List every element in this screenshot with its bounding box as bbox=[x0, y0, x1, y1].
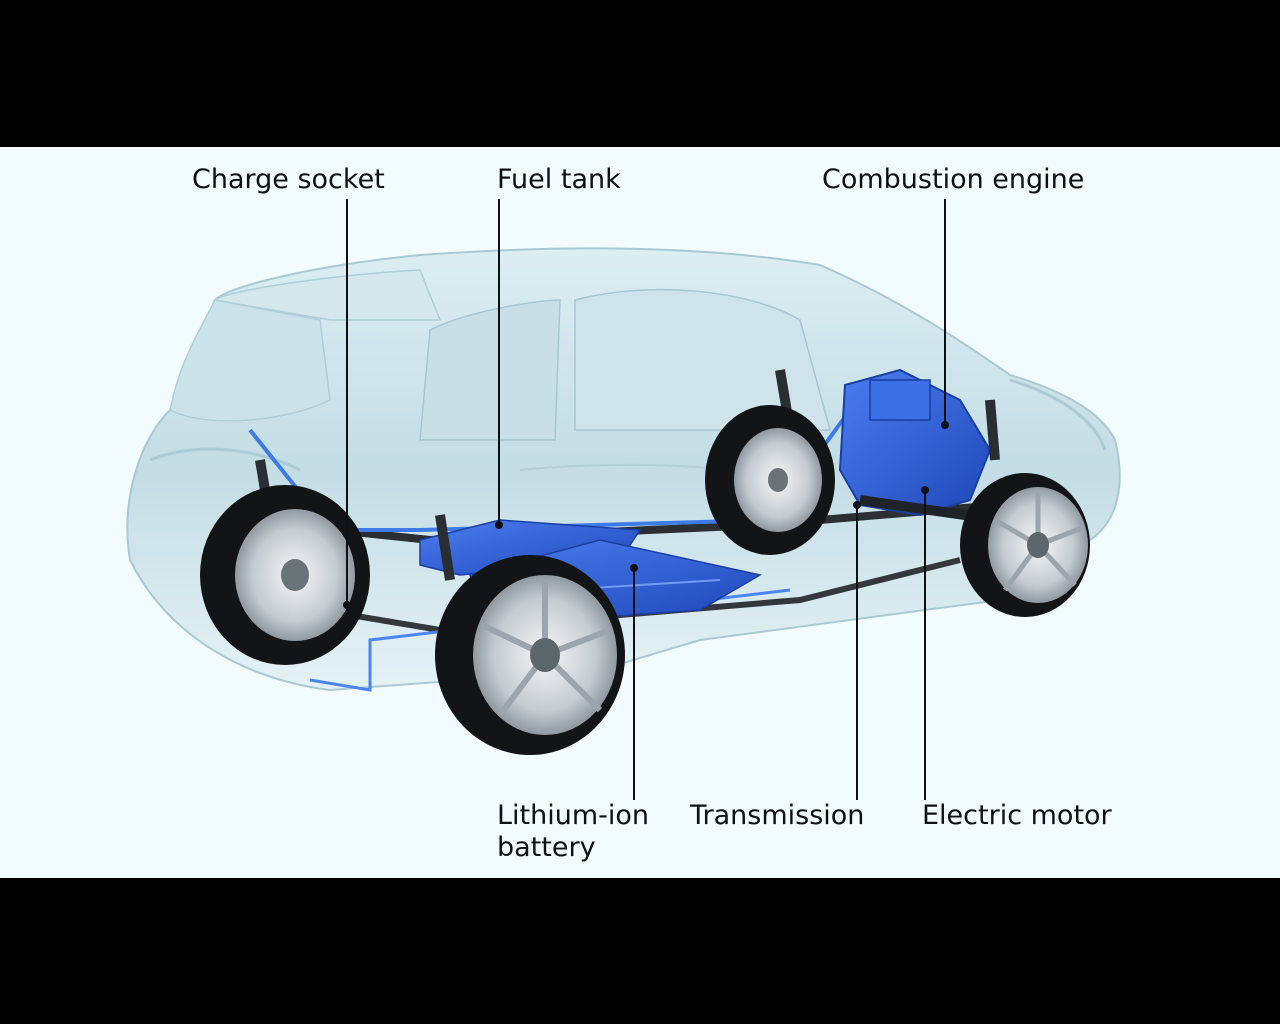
top-letterbox bbox=[0, 0, 1280, 147]
bottom-letterbox bbox=[0, 878, 1280, 1024]
label-charge-socket: Charge socket bbox=[192, 164, 385, 195]
label-combustion-engine: Combustion engine bbox=[822, 164, 1085, 195]
wheel-front-left bbox=[705, 405, 835, 555]
wheel-rear-right bbox=[435, 555, 625, 755]
car-cutaway-illustration bbox=[126, 199, 1121, 800]
wheel-rear-left bbox=[200, 485, 370, 665]
label-electric-motor: Electric motor bbox=[922, 800, 1112, 831]
label-transmission: Transmission bbox=[690, 800, 865, 831]
label-fuel-tank: Fuel tank bbox=[497, 164, 621, 195]
wheels bbox=[200, 405, 1090, 755]
label-lithium-ion-battery: Lithium-ion battery bbox=[497, 800, 650, 863]
wheel-front-right bbox=[960, 473, 1090, 617]
diagram-stage: Charge socket Fuel tank Combustion engin… bbox=[0, 147, 1280, 878]
